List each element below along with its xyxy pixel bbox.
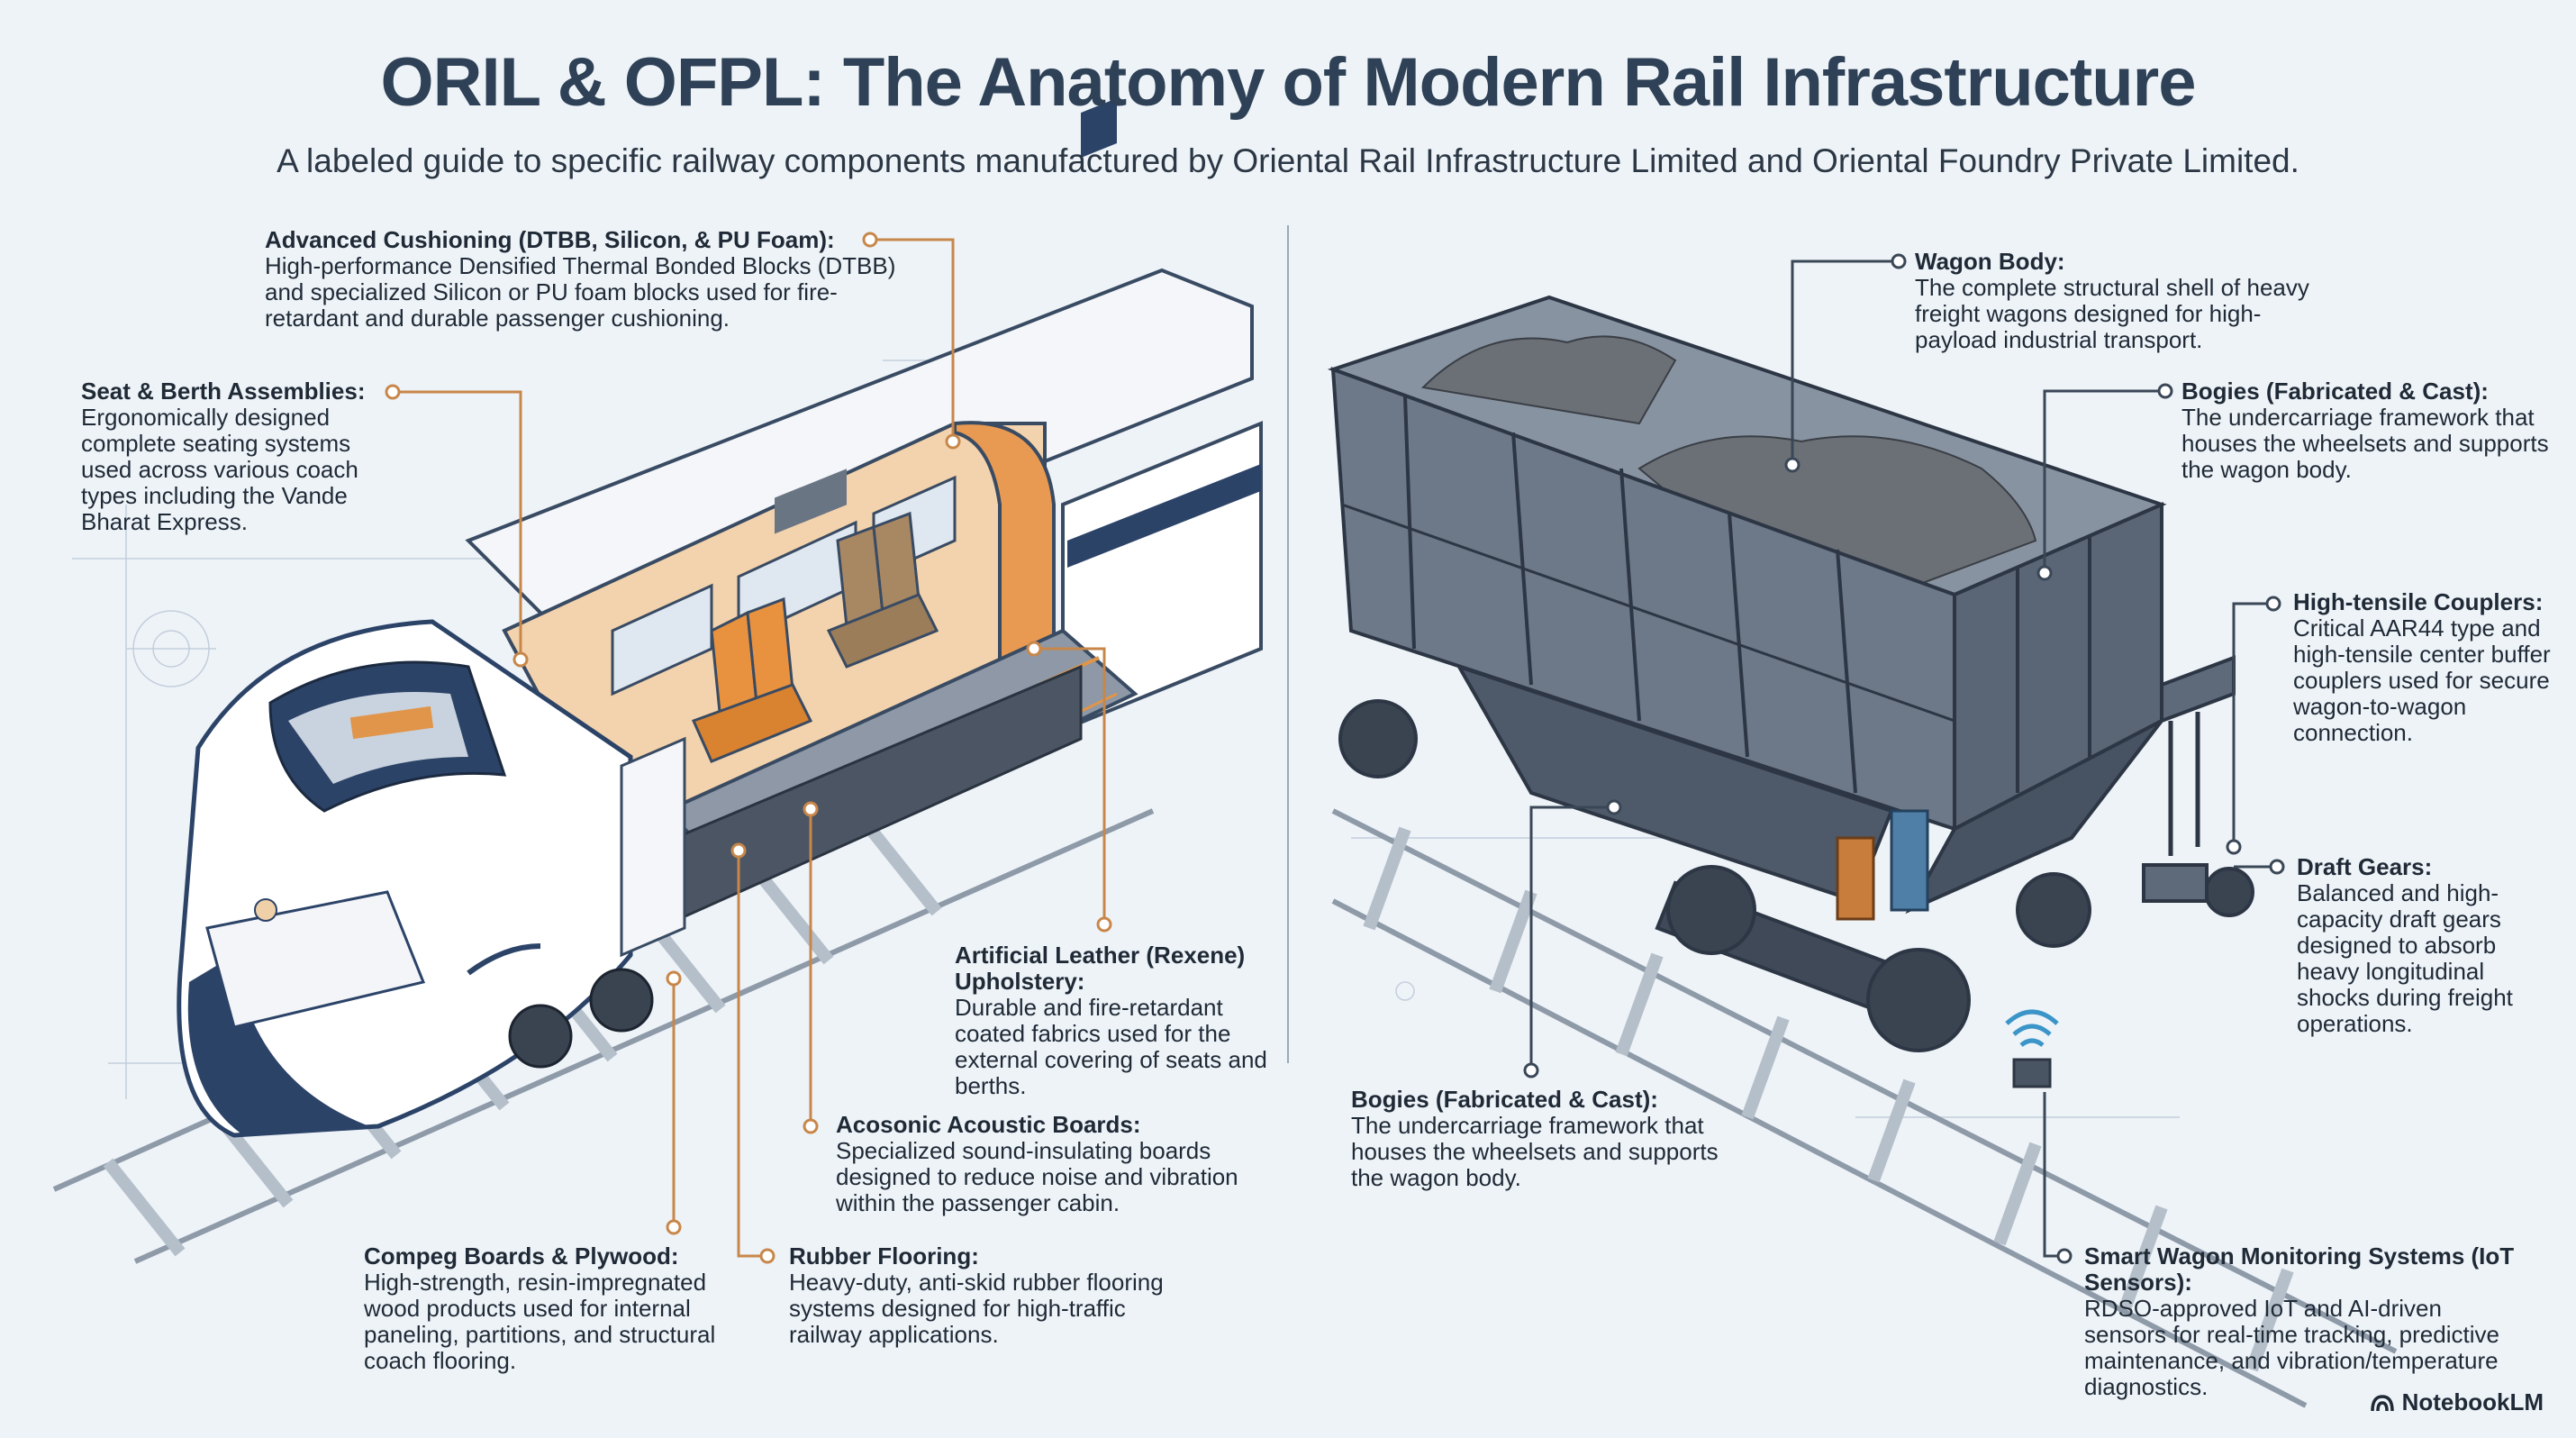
label-heading: Wagon Body: [1915,248,2065,275]
label-body: Critical AAR44 type and high-tensile cen… [2293,614,2551,746]
brand-name: NotebookLM [2401,1388,2544,1415]
label-couplers: High-tensile Couplers: Critical AAR44 ty… [2293,589,2554,746]
label-heading: Compeg Boards & Plywood: [364,1242,679,1270]
label-heading: Rubber Flooring: [789,1242,979,1270]
label-heading: Acosonic Acoustic Boards: [836,1111,1141,1138]
label-body: High-strength, resin-impregnated wood pr… [364,1269,716,1374]
label-heading: Bogies (Fabricated & Cast): [2181,378,2489,405]
page-title: ORIL & OFPL: The Anatomy of Modern Rail … [380,44,2196,121]
label-iot-sensors: Smart Wagon Monitoring Systems (IoT Sens… [2084,1243,2517,1400]
label-body: Durable and fire-retardant coated fabric… [955,994,1267,1099]
label-body: High-performance Densified Thermal Bonde… [265,252,896,332]
seat-group [691,511,939,763]
label-heading: Seat & Berth Assemblies: [81,378,366,405]
label-acosonic: Acosonic Acoustic Boards: Specialized so… [836,1112,1268,1216]
leader-dots-right [1523,253,2285,1264]
label-rubber-flooring: Rubber Flooring: Heavy-duty, anti-skid r… [789,1243,1167,1348]
label-heading: Smart Wagon Monitoring Systems (IoT Sens… [2084,1242,2515,1296]
label-wagon-body: Wagon Body: The complete structural shel… [1915,249,2338,353]
notebooklm-logo-icon [2370,1394,2394,1411]
iot-sensor [2005,1009,2059,1088]
page-subtitle: A labeled guide to specific railway comp… [277,142,2299,179]
label-body: The undercarriage framework that houses … [2181,404,2549,483]
label-seat-berth: Seat & Berth Assemblies: Ergonomically d… [81,378,387,535]
label-body: The complete structural shell of heavy f… [1915,274,2309,353]
label-bogies-bottom: Bogies (Fabricated & Cast): The undercar… [1351,1087,1729,1191]
label-heading: High-tensile Couplers: [2293,588,2544,615]
label-body: Balanced and high-capacity draft gears d… [2297,879,2513,1037]
label-heading: Advanced Cushioning (DTBB, Silicon, & PU… [265,226,835,253]
brand-watermark: NotebookLM [2370,1388,2544,1416]
freight-wagon [1327,295,2254,1052]
label-artificial-leather: Artificial Leather (Rexene) Upholstery: … [955,942,1279,1099]
label-body: Specialized sound-insulating boards desi… [836,1137,1238,1216]
label-compeg: Compeg Boards & Plywood: High-strength, … [364,1243,724,1374]
label-advanced-cushioning: Advanced Cushioning (DTBB, Silicon, & PU… [265,227,913,332]
leader-lines [396,238,1106,1258]
label-body: Heavy-duty, anti-skid rubber flooring sy… [789,1269,1164,1348]
label-body: RDSO-approved IoT and AI-driven sensors … [2084,1295,2499,1400]
label-heading: Artificial Leather (Rexene) Upholstery: [955,942,1246,995]
right-sleepers [1363,826,2294,1372]
label-heading: Draft Gears: [2297,853,2433,880]
leader-dots [385,232,1112,1264]
vande-bharat-train [177,98,1263,1138]
leader-lines-right [1529,259,2273,1258]
label-heading: Bogies (Fabricated & Cast): [1351,1086,1658,1113]
label-body: The undercarriage framework that houses … [1351,1112,1719,1191]
label-draft-gears: Draft Gears: Balanced and high-capacity … [2297,854,2553,1037]
label-body: Ergonomically designed complete seating … [81,404,358,535]
label-bogies-top: Bogies (Fabricated & Cast): The undercar… [2181,378,2560,483]
